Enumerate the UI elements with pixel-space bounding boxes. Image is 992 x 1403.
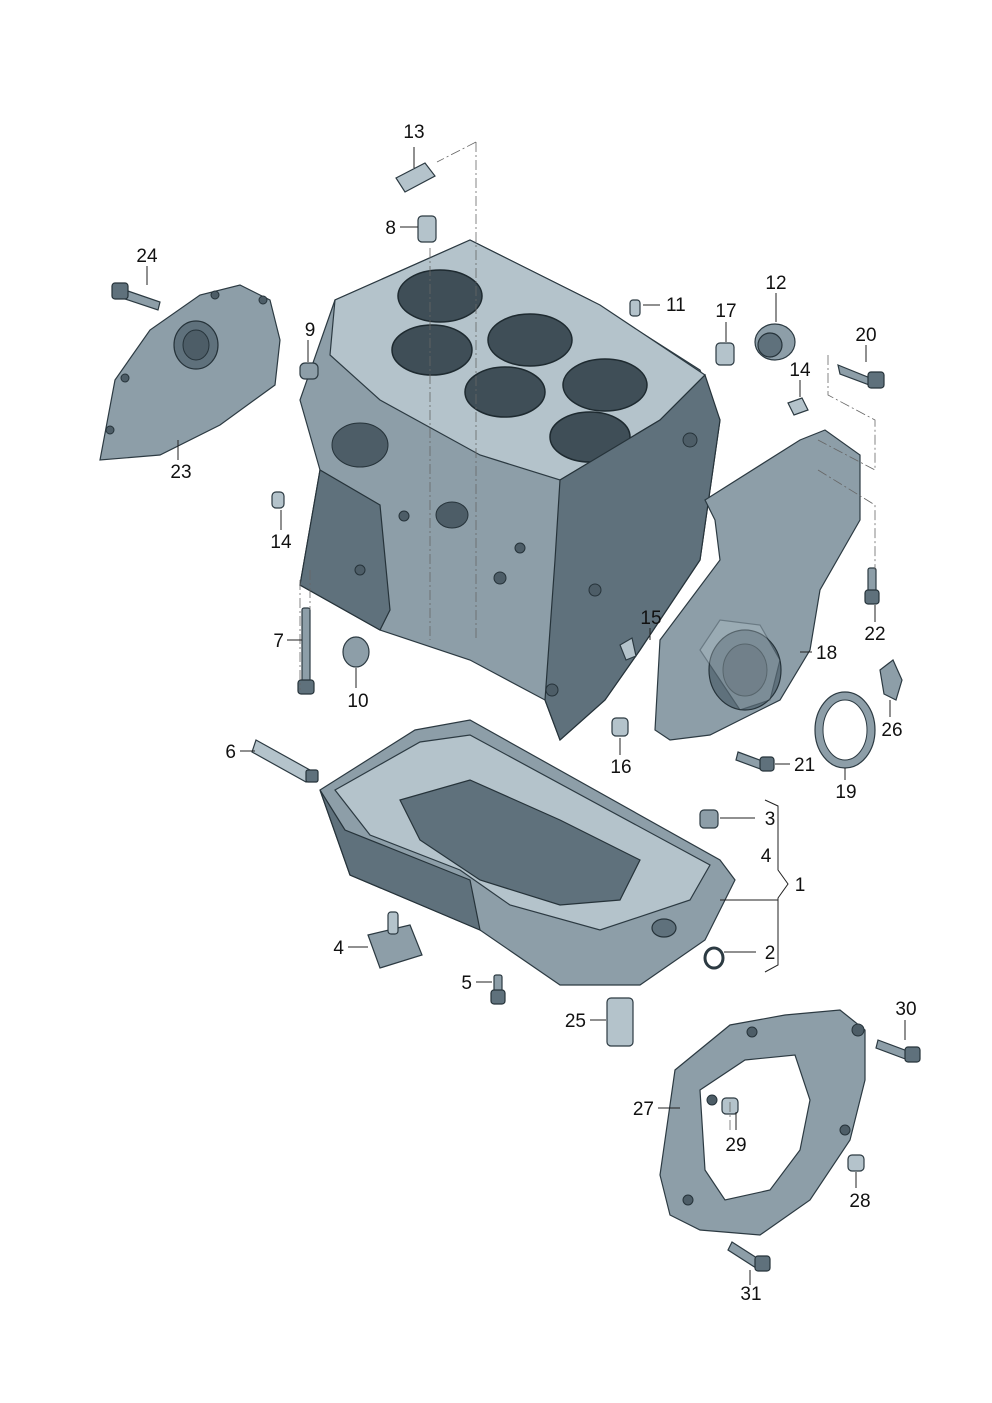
leader-lines	[146, 147, 906, 1285]
callout-14-left: 14	[270, 532, 292, 553]
callout-18: 18	[816, 643, 837, 664]
callout-27: 27	[633, 1099, 654, 1120]
callout-10: 10	[347, 691, 368, 712]
callout-7: 7	[273, 631, 284, 652]
plug-9	[299, 362, 319, 380]
callout-16: 16	[610, 757, 631, 778]
seal-ring-2	[703, 946, 725, 970]
callout-labels: 13 8 24 9 11 17 12 20 14 23 14 22 7 15 1…	[136, 122, 916, 1305]
timing-cover-18	[654, 429, 861, 741]
drain-plug-3	[699, 809, 719, 829]
callout-14-right: 14	[789, 360, 811, 381]
bolt-7	[301, 607, 311, 687]
callout-1: 1	[795, 875, 806, 896]
dowel-14-left	[271, 491, 285, 509]
callout-8: 8	[385, 218, 396, 239]
callout-24: 24	[136, 246, 158, 267]
callout-30: 30	[895, 999, 916, 1020]
assembly-guide-lines	[299, 141, 876, 1130]
callout-28: 28	[849, 1191, 870, 1212]
callout-4: 4	[333, 938, 344, 959]
callout-21: 21	[794, 755, 815, 776]
rear-cover-23	[99, 284, 281, 461]
sleeve-8	[417, 215, 437, 243]
small-parts	[111, 162, 921, 1272]
callout-6: 6	[225, 742, 236, 763]
bolt-20	[837, 364, 873, 387]
engine-block	[299, 239, 721, 742]
callout-15: 15	[640, 608, 661, 629]
callout-4-bracket: 4	[761, 846, 772, 867]
callout-5: 5	[461, 973, 472, 994]
callout-31: 31	[740, 1284, 761, 1305]
dowel-11	[629, 299, 641, 317]
callout-22: 22	[864, 624, 885, 645]
callout-25: 25	[565, 1011, 586, 1032]
callout-9: 9	[305, 320, 316, 341]
pin-13	[395, 162, 436, 193]
callout-13: 13	[403, 122, 424, 143]
sensor-25	[606, 997, 634, 1047]
callout-29: 29	[725, 1135, 746, 1156]
sleeve-17	[715, 342, 735, 366]
plug-10	[342, 636, 370, 668]
sleeve-28	[847, 1154, 865, 1172]
callout-23: 23	[170, 462, 191, 483]
callout-26: 26	[881, 720, 902, 741]
sleeve-16	[611, 717, 629, 737]
callout-2: 2	[765, 943, 776, 964]
oil-pan-1	[319, 719, 736, 986]
callout-17: 17	[715, 301, 736, 322]
dowel-14-right	[787, 397, 809, 416]
sealant-tube-6	[251, 739, 311, 783]
screw-15	[619, 637, 637, 661]
callout-12: 12	[765, 273, 786, 294]
callout-11: 11	[666, 295, 686, 316]
callout-3: 3	[765, 809, 776, 830]
bracket-26	[879, 659, 903, 701]
callout-20: 20	[855, 325, 876, 346]
callout-19: 19	[835, 782, 856, 803]
rear-flange-27	[659, 1009, 866, 1236]
